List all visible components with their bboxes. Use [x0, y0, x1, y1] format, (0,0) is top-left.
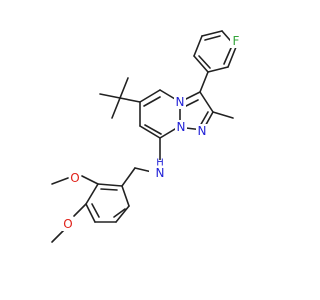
oxygen-top-text: O: [70, 171, 79, 185]
tert-butyl-group: [99, 77, 141, 119]
pyrimidine-ring: [139, 89, 181, 139]
atom-label-n-pyrazole: N: [196, 124, 208, 138]
structure-drawing: N N N N H F O O: [51, 30, 242, 243]
amine-h-text: H: [156, 158, 164, 169]
atom-label-n-bridge: N: [175, 120, 187, 134]
pyrazole-ring: [179, 91, 234, 131]
n-pyrazole-text: N: [198, 124, 207, 138]
fluorophenyl-ring: [193, 30, 237, 93]
atom-label-n-pyrimidine: N: [174, 95, 186, 109]
atom-label-oxygen-top: O: [69, 171, 81, 185]
atom-label-fluorine: F: [230, 34, 242, 48]
fluorine-text: F: [233, 34, 240, 48]
oxygen-bottom-text: O: [63, 217, 72, 231]
atom-label-amine: N H: [149, 158, 169, 180]
atom-label-oxygen-bottom: O: [62, 217, 74, 231]
n-bridge-text: N: [177, 120, 186, 134]
dimethoxyphenyl-ring: [51, 175, 130, 243]
n-pyrimidine-text: N: [176, 95, 185, 109]
molecule-canvas: N N N N H F O O: [51, 30, 242, 243]
amine-n-text: N: [156, 166, 165, 180]
